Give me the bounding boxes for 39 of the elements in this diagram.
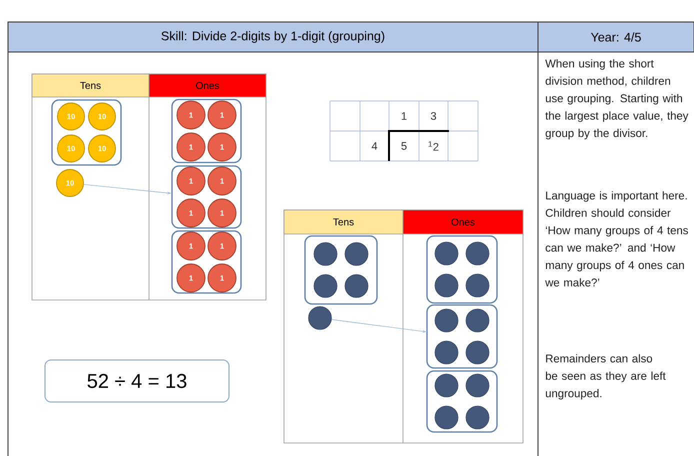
counter: [434, 274, 458, 298]
group-outline: [171, 165, 242, 229]
digit: 1: [402, 112, 407, 120]
column-header: Tens: [32, 74, 150, 98]
counter: [434, 340, 458, 364]
group-outline: [171, 98, 242, 164]
counter: [434, 242, 458, 266]
group-outline: [304, 235, 378, 305]
header-cell: Year: 4/5: [538, 22, 694, 52]
counter: [434, 374, 458, 398]
counter: [308, 306, 332, 330]
digit: 3: [430, 112, 436, 120]
counter: [434, 406, 458, 430]
group-outline: [426, 370, 498, 433]
counter: [466, 274, 490, 298]
group-outline: [171, 230, 242, 294]
counter: [466, 340, 490, 364]
counter: [466, 308, 490, 332]
explanation-text: Remainders can also be seen as they are left ungrouped.: [546, 354, 666, 400]
explanation-text: Language is important here. Children should consider ‘How many groups of 4 tens can we make?’ and ‘How many groups of 4 ones can we make?’: [545, 191, 688, 286]
column-header: Tens: [284, 210, 404, 234]
counter: [314, 242, 338, 266]
counter: [434, 308, 458, 332]
counter: [466, 406, 490, 430]
group-outline: [51, 99, 122, 166]
equation-box: 52 ÷ 4 = 13: [44, 360, 230, 402]
explanation-text: When using the short division method, children use grouping. Starting with the largest place value, they group by the divisor.: [545, 59, 688, 140]
counter: [466, 242, 490, 266]
counter: [466, 374, 490, 398]
group-outline: [426, 235, 498, 304]
column-header: Ones: [402, 210, 524, 234]
counter: [344, 242, 368, 266]
digit: $^{1}$2: [428, 141, 438, 151]
column-header: Ones: [148, 74, 266, 98]
counter: [344, 274, 368, 298]
digit: 4: [372, 142, 378, 150]
counter: [314, 274, 338, 298]
group-outline: [426, 304, 498, 369]
digit: 5: [401, 142, 407, 150]
